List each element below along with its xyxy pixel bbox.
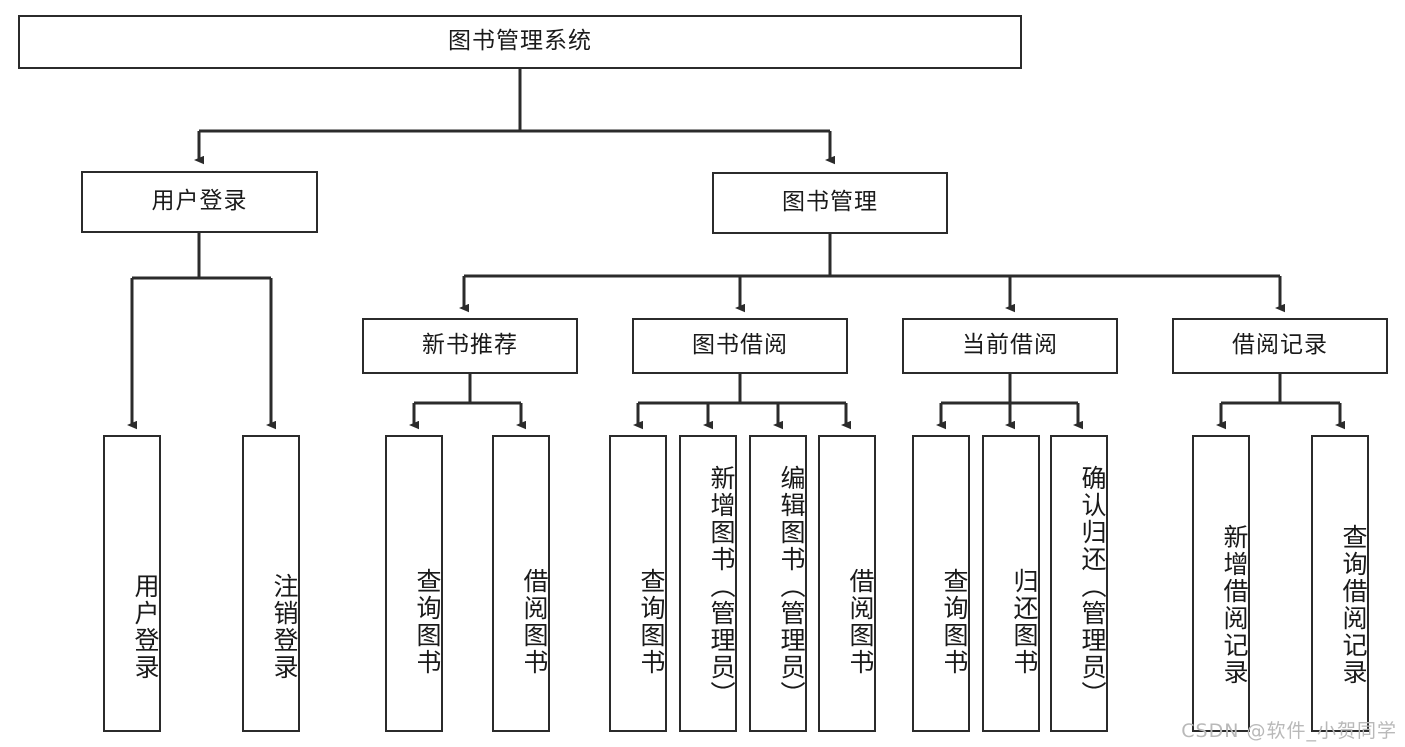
leaf-add-book-admin[interactable]: 新增图书（管理员）	[679, 435, 737, 732]
node-label: 新书推荐	[422, 332, 518, 359]
node-label: 新增图书（管理员）	[707, 465, 736, 708]
node-label: 查询图书	[413, 567, 442, 676]
leaf-logout-login[interactable]: 注销登录	[242, 435, 300, 732]
leaf-edit-book-admin[interactable]: 编辑图书（管理员）	[749, 435, 807, 732]
node-label: 借阅记录	[1232, 332, 1328, 359]
node-label: 归还图书	[1010, 567, 1039, 676]
node-label: 图书管理系统	[448, 28, 592, 55]
node-label: 查询图书	[940, 567, 969, 676]
node-book-borrow[interactable]: 图书借阅	[632, 318, 848, 374]
leaf-borrow-book[interactable]: 借阅图书	[818, 435, 876, 732]
leaf-confirm-return-admin[interactable]: 确认归还（管理员）	[1050, 435, 1108, 732]
node-label: 借阅图书	[846, 567, 875, 676]
leaf-add-borrow-record[interactable]: 新增借阅记录	[1192, 435, 1250, 732]
node-label: 确认归还（管理员）	[1078, 465, 1107, 708]
node-label: 查询图书	[637, 567, 666, 676]
node-label: 用户登录	[151, 188, 248, 215]
node-label: 查询借阅记录	[1339, 523, 1368, 686]
leaf-query-book-borrow[interactable]: 查询图书	[609, 435, 667, 732]
node-label: 注销登录	[270, 572, 299, 681]
leaf-query-borrow-record[interactable]: 查询借阅记录	[1311, 435, 1369, 732]
leaf-query-book-new-recommend[interactable]: 查询图书	[385, 435, 443, 732]
leaf-query-book-current[interactable]: 查询图书	[912, 435, 970, 732]
node-label: 当前借阅	[962, 332, 1058, 359]
node-label: 新增借阅记录	[1220, 523, 1249, 686]
node-label: 编辑图书（管理员）	[777, 465, 806, 708]
leaf-return-book[interactable]: 归还图书	[982, 435, 1040, 732]
node-borrow-record[interactable]: 借阅记录	[1172, 318, 1388, 374]
node-label: 用户登录	[131, 572, 160, 681]
node-label: 借阅图书	[520, 567, 549, 676]
node-book-management[interactable]: 图书管理	[712, 172, 948, 234]
leaf-borrow-book-new-recommend[interactable]: 借阅图书	[492, 435, 550, 732]
node-user-login[interactable]: 用户登录	[81, 171, 318, 233]
node-current-borrow[interactable]: 当前借阅	[902, 318, 1118, 374]
node-label: 图书借阅	[692, 332, 788, 359]
node-label: 图书管理	[782, 189, 878, 216]
node-new-book-recommend[interactable]: 新书推荐	[362, 318, 578, 374]
node-root-book-management-system[interactable]: 图书管理系统	[18, 15, 1022, 69]
leaf-user-login[interactable]: 用户登录	[103, 435, 161, 732]
csdn-watermark: CSDN @软件_小贺同学	[1181, 720, 1397, 742]
